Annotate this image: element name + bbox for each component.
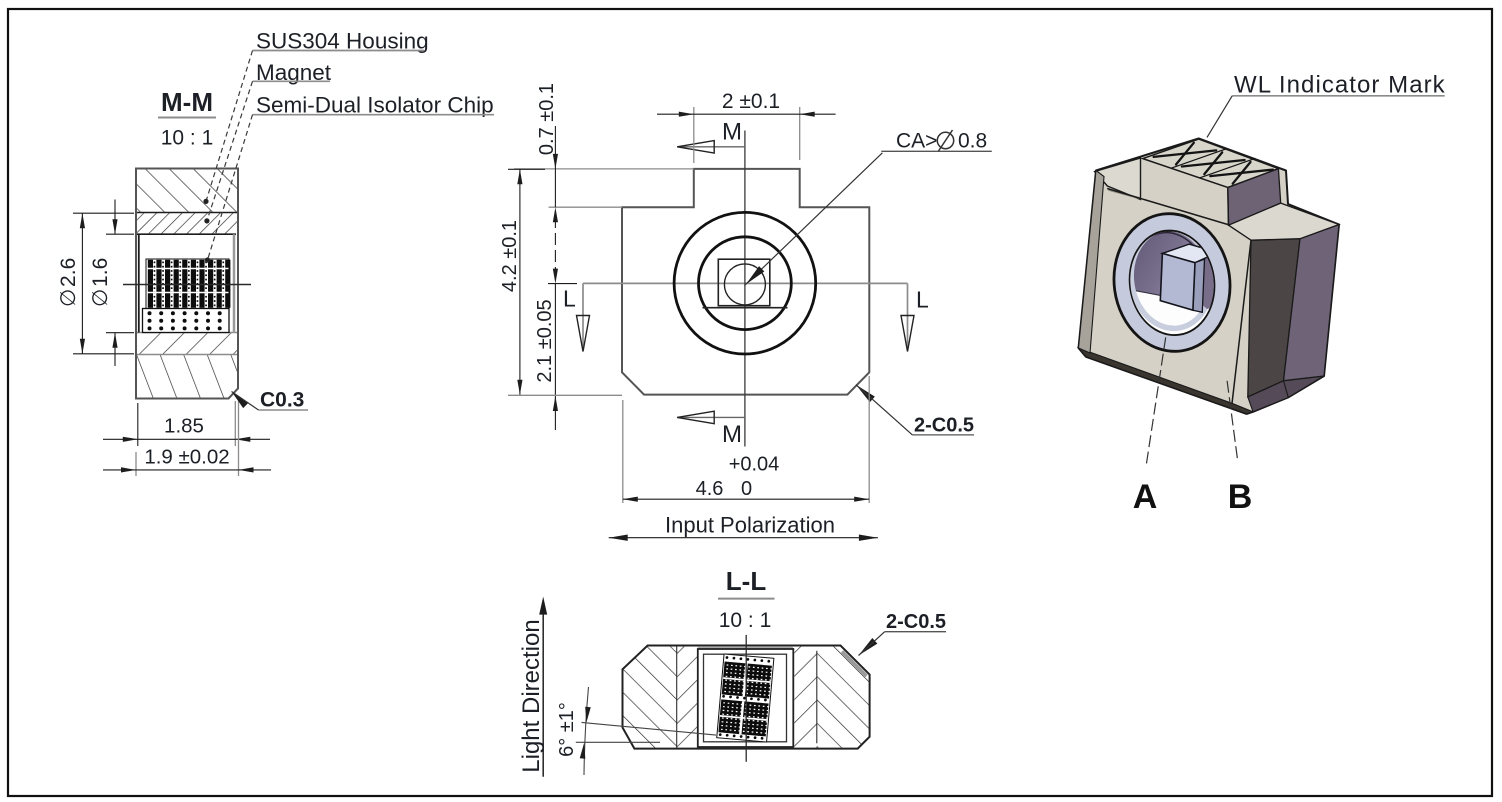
svg-text:2-C0.5: 2-C0.5 — [914, 415, 974, 437]
svg-text:Input Polarization: Input Polarization — [665, 513, 835, 538]
svg-text:M: M — [722, 119, 742, 146]
svg-text:0.8: 0.8 — [958, 130, 987, 153]
svg-text:10 : 1: 10 : 1 — [719, 609, 772, 632]
svg-text:0.7 ±0.1: 0.7 ±0.1 — [536, 83, 558, 155]
svg-text:M-M: M-M — [161, 87, 213, 117]
svg-text:1.85: 1.85 — [164, 415, 204, 438]
svg-text:2-C0.5: 2-C0.5 — [886, 611, 946, 633]
svg-text:2 ±0.1: 2 ±0.1 — [722, 90, 780, 113]
svg-text:M: M — [722, 421, 742, 448]
svg-text:Light Direction: Light Direction — [518, 619, 545, 772]
svg-text:SUS304 Housing: SUS304 Housing — [256, 29, 429, 54]
svg-text:∅ 1.6: ∅ 1.6 — [89, 258, 112, 307]
svg-text:Semi-Dual Isolator Chip: Semi-Dual Isolator Chip — [256, 93, 494, 118]
svg-text:4.2 ±0.1: 4.2 ±0.1 — [499, 220, 521, 292]
svg-text:1.9 ±0.02: 1.9 ±0.02 — [144, 446, 229, 469]
svg-text:10 : 1: 10 : 1 — [161, 127, 214, 150]
svg-text:0: 0 — [741, 478, 752, 500]
svg-text:L-L: L-L — [726, 566, 767, 596]
svg-text:2.1 ±0.05: 2.1 ±0.05 — [534, 299, 556, 382]
svg-text:CA>: CA> — [896, 130, 937, 153]
svg-text:B: B — [1228, 478, 1253, 516]
svg-text:L: L — [563, 286, 576, 312]
svg-text:A: A — [1133, 478, 1158, 516]
svg-text:WL Indicator Mark: WL Indicator Mark — [1234, 72, 1446, 99]
svg-text:C0.3: C0.3 — [260, 389, 304, 412]
svg-text:6° ±1°: 6° ±1° — [556, 702, 578, 757]
svg-text:4.6: 4.6 — [696, 478, 724, 500]
svg-text:L: L — [916, 287, 929, 313]
svg-text:+0.04: +0.04 — [729, 454, 780, 476]
svg-text:∅ 2.6: ∅ 2.6 — [57, 258, 80, 307]
